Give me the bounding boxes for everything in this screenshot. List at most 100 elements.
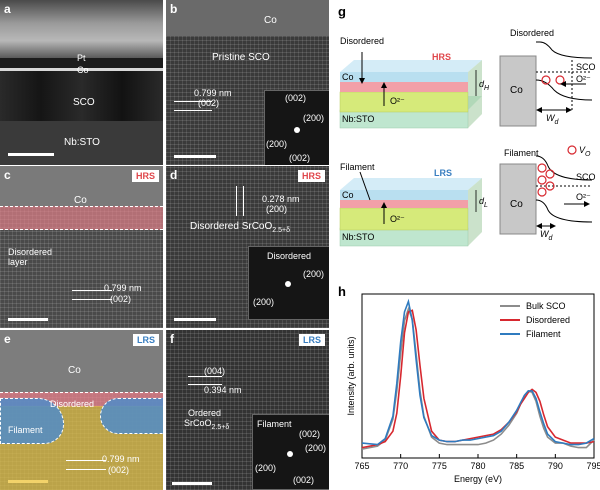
spacing-value: 0.394 nm — [204, 385, 242, 395]
fft-inset: Filament (002) (200) (200) (002) — [252, 414, 329, 490]
spacing-line-bottom — [188, 384, 222, 385]
substrate-label: Nb:STO — [64, 137, 100, 148]
ion-arrow-head — [381, 202, 387, 208]
title-sub: 2.5+δ — [272, 227, 290, 234]
fft-label: Filament — [257, 419, 292, 429]
panel-d-label: d — [170, 168, 178, 182]
fft-inset: Disordered (200) (200) — [248, 246, 329, 320]
co-top-face — [340, 178, 482, 190]
panel-f: f LRS (004) 0.394 nm Ordered SrCoO2.5+δ … — [166, 330, 329, 490]
co-block — [340, 72, 468, 82]
fft-center-spot — [287, 451, 293, 457]
vacancy-legend-sub: O — [585, 150, 591, 158]
x-tick-label: 770 — [393, 461, 408, 471]
lrs-band-ion: O²⁻ — [576, 192, 591, 202]
x-tick-label: 775 — [432, 461, 447, 471]
spacing-plane: (002) — [110, 294, 132, 304]
fft-spot-top: (002) — [285, 93, 307, 103]
disordered-block — [340, 82, 468, 92]
lrs-thickness-label: dL — [479, 196, 488, 209]
hrs-band-title: Disordered — [510, 28, 555, 38]
vacancy-circle — [537, 187, 547, 197]
scale-bar — [8, 318, 48, 321]
disordered-block — [340, 200, 468, 208]
lrs-width-label: Wd — [540, 229, 553, 242]
x-tick-label: 765 — [354, 461, 369, 471]
co-layer — [0, 58, 163, 70]
spacing-line-right — [243, 186, 244, 216]
panel-d: d HRS 0.278 nm (200) Disordered SrCoO2.5… — [166, 166, 329, 328]
panel-e: e LRS Co Disordered Filament 0.799 nm (0… — [0, 330, 163, 490]
pristine-sco-label: Pristine SCO — [212, 52, 270, 63]
fft-spot-right: (200) — [303, 269, 325, 279]
x-tick-label: 795 — [586, 461, 600, 471]
spacing-value: 0.799 nm — [194, 88, 232, 98]
scale-bar — [8, 480, 48, 483]
pt-label: Pt — [77, 53, 86, 63]
y-axis-label: Intensity (arb. units) — [346, 336, 356, 415]
co-metal-block — [499, 55, 537, 127]
disordered-label: Disordered — [8, 247, 53, 257]
spacing-line-top — [188, 376, 222, 377]
panel-f-label: f — [170, 332, 174, 346]
fft-label: Disordered — [267, 251, 312, 261]
ion-arrow-head — [584, 201, 590, 207]
scale-bar — [172, 482, 212, 485]
x-tick-label: 780 — [470, 461, 485, 471]
panel-c: c HRS Co Disordered layer 0.799 nm (002) — [0, 166, 163, 328]
interface-line — [0, 68, 163, 71]
series-line-disordered — [361, 309, 595, 449]
state-arrow — [359, 171, 371, 201]
panel-b-label: b — [170, 2, 178, 16]
fft-spot-bottom: (002) — [289, 153, 311, 163]
ordered-sub: 2.5+δ — [211, 423, 230, 431]
hrs-ion-label: O²⁻ — [390, 96, 405, 106]
sco-label: SCO — [73, 97, 95, 108]
co-label: Co — [77, 65, 89, 75]
panel-g: g — [332, 0, 600, 250]
ion-arrow-head — [381, 82, 387, 88]
co-label: Co — [74, 195, 87, 206]
spacing-line-top — [174, 101, 212, 102]
ordered-formula: SrCoO2.5+δ — [184, 418, 230, 431]
spacing-plane: (002) — [108, 465, 130, 475]
spacing-line-left — [236, 186, 237, 216]
hrs-tag: HRS — [297, 170, 325, 182]
spacing-line-top — [66, 460, 106, 461]
spacing-plane: (200) — [266, 204, 288, 214]
pt-layer — [0, 0, 163, 58]
panel-c-label: c — [4, 168, 11, 182]
legend-vacancy-circle — [567, 145, 577, 155]
series-line-bulk-sco — [361, 306, 595, 450]
lrs-band-diagram — [499, 145, 593, 235]
panel-h-label: h — [338, 284, 346, 299]
width-arrow-head-left — [536, 107, 542, 113]
filament-label: Filament — [8, 425, 43, 435]
schematic-svg — [339, 41, 593, 247]
legend-label: Bulk SCO — [526, 301, 566, 311]
hrs-state-label: Disordered — [340, 36, 385, 46]
fft-spot-top: (002) — [299, 429, 321, 439]
hrs-thickness-sub: H — [484, 84, 490, 92]
fft-spot-right: (200) — [305, 443, 327, 453]
spacing-line-bottom — [174, 110, 212, 111]
co-region — [166, 0, 329, 36]
co-top-face — [340, 60, 482, 72]
lrs-state-label: Filament — [340, 162, 375, 172]
width-arrow-head-left — [536, 223, 542, 229]
hrs-width-label: Wd — [546, 113, 559, 126]
hrs-band-sco: SCO — [576, 62, 596, 72]
legend-label: Disordered — [526, 315, 570, 325]
disordered-layer-overlay — [0, 206, 163, 230]
fft-spot-left: (200) — [255, 463, 277, 473]
co-metal-block — [499, 163, 537, 235]
hrs-band-diagram — [499, 41, 593, 127]
fft-spot-left: (200) — [253, 297, 275, 307]
hrs-width-sub: d — [554, 118, 559, 126]
lrs-ion-label: O²⁻ — [390, 214, 405, 224]
series-line-filament — [361, 298, 595, 446]
hrs-co-label: Co — [342, 72, 354, 82]
spacing-value: 0.799 nm — [102, 454, 140, 464]
lrs-width-sub: d — [548, 234, 553, 242]
